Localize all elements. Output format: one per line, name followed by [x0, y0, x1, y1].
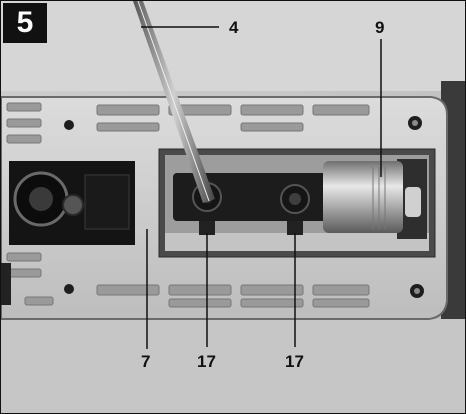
callout-17-left: 17: [197, 352, 216, 371]
figure-number: 5: [3, 3, 47, 43]
callout-17-right: 17: [285, 352, 304, 371]
callout-4: 4: [229, 18, 239, 37]
callout-7: 7: [141, 352, 151, 371]
callout-9: 9: [375, 18, 385, 37]
